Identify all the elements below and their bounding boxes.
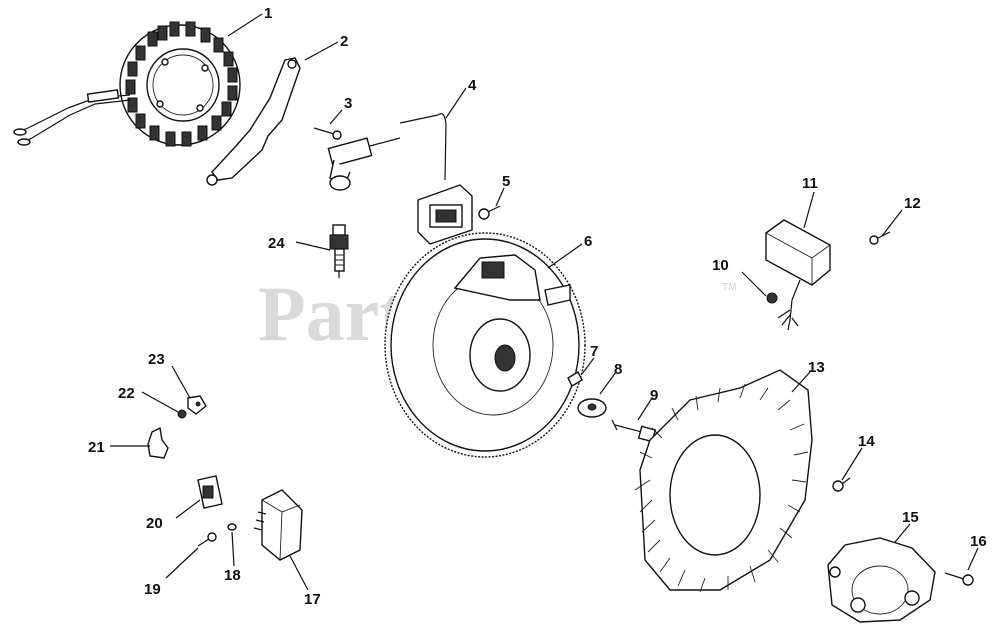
callout-6: 6 (584, 233, 592, 250)
callout-17: 17 (304, 591, 321, 608)
callout-22: 22 (118, 385, 135, 402)
part-screw-5[interactable] (478, 205, 501, 220)
part-terminal[interactable] (187, 395, 207, 415)
callout-10: 10 (712, 257, 729, 274)
part-regulator[interactable] (765, 219, 831, 331)
part-nut-10[interactable] (766, 292, 778, 304)
part-screw-19[interactable] (197, 532, 217, 547)
part-washer[interactable] (577, 398, 607, 418)
part-screw-3[interactable] (313, 127, 342, 140)
callout-1: 1 (264, 5, 272, 22)
part-connector[interactable] (197, 475, 223, 509)
callout-16: 16 (970, 533, 987, 550)
leader-lines (110, 13, 979, 591)
part-regulator-module[interactable] (253, 489, 303, 561)
part-screw-14[interactable] (832, 477, 851, 492)
part-key[interactable] (567, 371, 583, 387)
part-screw-16[interactable] (944, 572, 974, 586)
part-bracket[interactable] (206, 57, 301, 186)
part-stator[interactable] (13, 21, 241, 147)
callout-3: 3 (344, 95, 352, 112)
part-screw-12[interactable] (869, 231, 891, 245)
callout-7: 7 (590, 343, 598, 360)
callout-9: 9 (650, 387, 658, 404)
callout-20: 20 (146, 515, 163, 532)
callout-21: 21 (88, 439, 105, 456)
watermark-trademark: TM (722, 282, 736, 293)
callout-8: 8 (614, 361, 622, 378)
callout-19: 19 (144, 581, 161, 598)
callout-13: 13 (808, 359, 825, 376)
callout-labels: 1 2 3 4 5 6 7 8 9 10 11 12 13 14 15 16 1… (88, 5, 987, 608)
part-spark-plug[interactable] (329, 224, 349, 278)
callout-24: 24 (268, 235, 285, 252)
part-ignition-module[interactable] (327, 113, 473, 245)
callout-5: 5 (502, 173, 510, 190)
callout-18: 18 (224, 567, 241, 584)
part-drive-cup[interactable] (827, 537, 936, 623)
callout-2: 2 (340, 33, 348, 50)
callout-23: 23 (148, 351, 165, 368)
callout-15: 15 (902, 509, 919, 526)
part-washer-18[interactable] (227, 523, 237, 531)
part-fan[interactable] (634, 369, 813, 593)
part-flywheel[interactable] (384, 232, 586, 458)
callout-11: 11 (802, 175, 818, 192)
callout-14: 14 (858, 433, 875, 450)
part-flywheel-bolt[interactable] (611, 419, 657, 443)
part-clip[interactable] (147, 426, 169, 459)
callout-12: 12 (904, 195, 921, 212)
callout-4: 4 (468, 77, 477, 94)
part-nut-22[interactable] (177, 409, 187, 419)
